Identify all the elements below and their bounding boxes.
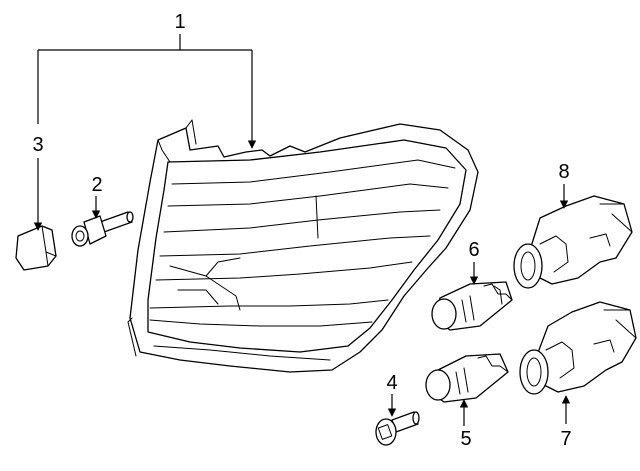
callout-5: 5 <box>460 428 471 450</box>
tail-lamp-assembly <box>127 119 479 373</box>
bulb-upper-part <box>431 281 513 331</box>
socket-lower-part <box>519 301 637 395</box>
bolt-part <box>71 211 134 247</box>
callout-7: 7 <box>560 428 571 450</box>
callout-8: 8 <box>558 161 569 183</box>
callout-3: 3 <box>32 134 43 156</box>
callout-labels: 1 2 3 4 5 6 7 8 <box>32 11 571 450</box>
bulb-lower-part <box>425 353 509 403</box>
callout-1: 1 <box>174 11 185 33</box>
screw-part <box>375 411 420 446</box>
callout-4: 4 <box>386 372 397 394</box>
socket-upper-part <box>513 195 633 289</box>
callout-2: 2 <box>91 174 102 196</box>
callout-6: 6 <box>468 239 479 261</box>
leader-lines <box>33 34 571 426</box>
grommet-cover-part <box>15 225 57 271</box>
